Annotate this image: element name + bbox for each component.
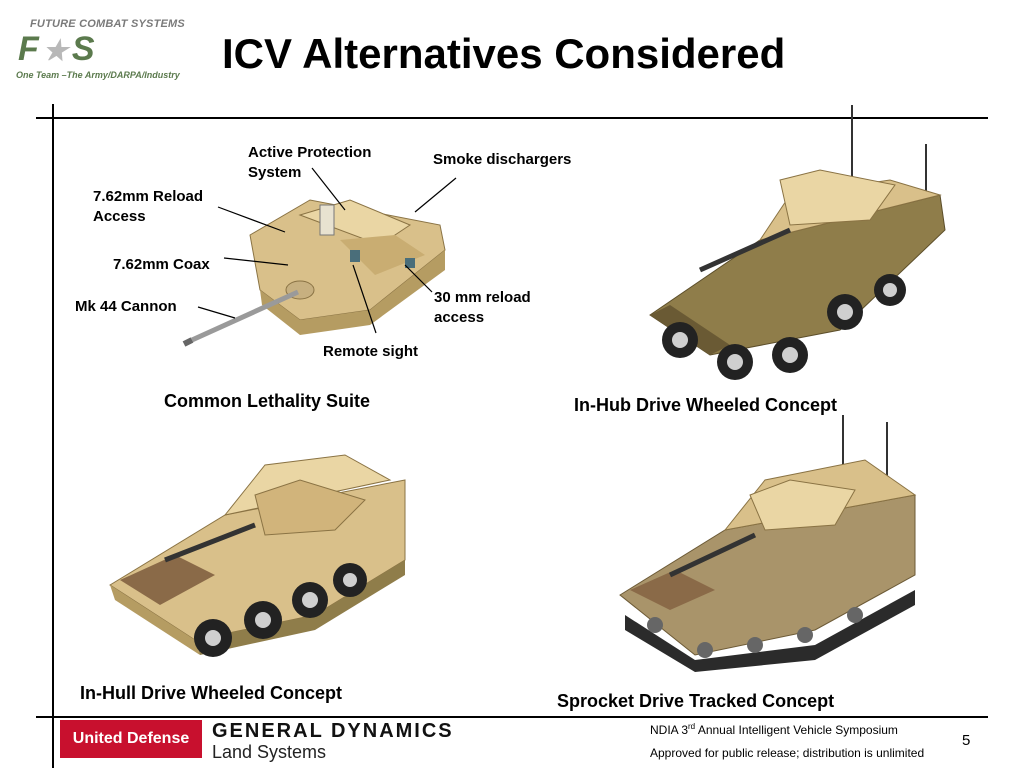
fcs-logo-top-text: FUTURE COMBAT SYSTEMS [30, 18, 185, 30]
general-dynamics-logo: GENERAL DYNAMICS Land Systems [212, 720, 512, 762]
tracked-vehicle-illustration [619, 415, 917, 672]
fcs-logo-subtitle: One Team –The Army/DARPA/Industry [16, 70, 180, 80]
header-divider [36, 117, 988, 119]
slide-title: ICV Alternatives Considered [222, 30, 786, 77]
event-name: NDIA 3rd Annual Intelligent Vehicle Symp… [650, 722, 898, 737]
in-hub-wheeled-vehicle-illustration [649, 105, 946, 380]
footer-divider [36, 716, 988, 718]
gd-subtitle: Land Systems [212, 742, 327, 762]
page-number: 5 [962, 732, 971, 749]
left-divider [52, 104, 54, 768]
callout-mk44-cannon: Mk 44 Cannon [75, 298, 177, 315]
fcs-logo: FUTURE COMBAT SYSTEMS F★S One Team –The … [8, 18, 186, 88]
release-statement: Approved for public release; distributio… [650, 746, 925, 760]
gd-title: GENERAL DYNAMICS [212, 720, 454, 742]
callout-762-coax: 7.62mm Coax [113, 256, 210, 273]
callout-active-protection: Active Protection System [248, 144, 372, 181]
fcs-logo-letters: F★S [18, 30, 99, 68]
callout-762-reload: 7.62mm Reload Access [93, 188, 204, 225]
in-hull-wheeled-vehicle-illustration [109, 454, 406, 657]
callout-remote-sight: Remote sight [323, 343, 419, 360]
caption-common-lethality-suite: Common Lethality Suite [164, 391, 371, 411]
callout-smoke-dischargers: Smoke dischargers [433, 151, 572, 168]
lethality-suite-turret-illustration [182, 199, 446, 347]
caption-in-hull-drive: In-Hull Drive Wheeled Concept [80, 683, 343, 703]
callout-30mm-reload: 30 mm reload access [434, 289, 531, 326]
star-icon: ★ [42, 35, 72, 66]
caption-sprocket-drive: Sprocket Drive Tracked Concept [557, 691, 835, 711]
caption-in-hub-drive: In-Hub Drive Wheeled Concept [574, 395, 838, 415]
united-defense-logo: United Defense [60, 720, 202, 758]
